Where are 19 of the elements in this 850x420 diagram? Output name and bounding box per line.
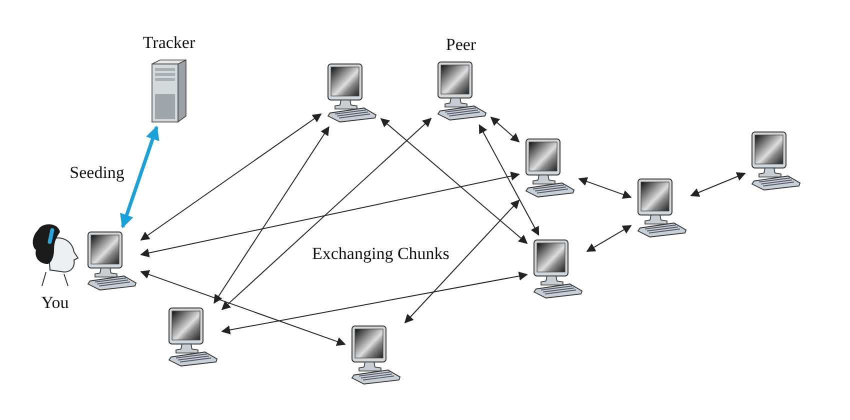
double-arrow [690, 172, 746, 197]
double-arrow [221, 118, 432, 310]
node-label: You [41, 292, 69, 314]
double-arrow [380, 118, 528, 244]
double-arrow [478, 124, 540, 236]
double-arrow [214, 126, 330, 304]
double-arrow [490, 116, 520, 142]
node-label: Peer [446, 34, 476, 56]
double-arrow [140, 113, 322, 241]
diagram-label: Exchanging Chunks [312, 244, 450, 264]
double-arrow [140, 172, 520, 258]
double-arrow [221, 272, 528, 334]
double-arrow [404, 200, 520, 324]
double-arrow [578, 177, 632, 199]
node-label: Tracker [142, 32, 196, 54]
double-arrow [586, 225, 632, 252]
double-arrow [120, 126, 160, 228]
edge-label: Seeding [68, 163, 126, 183]
double-arrow [140, 270, 346, 346]
